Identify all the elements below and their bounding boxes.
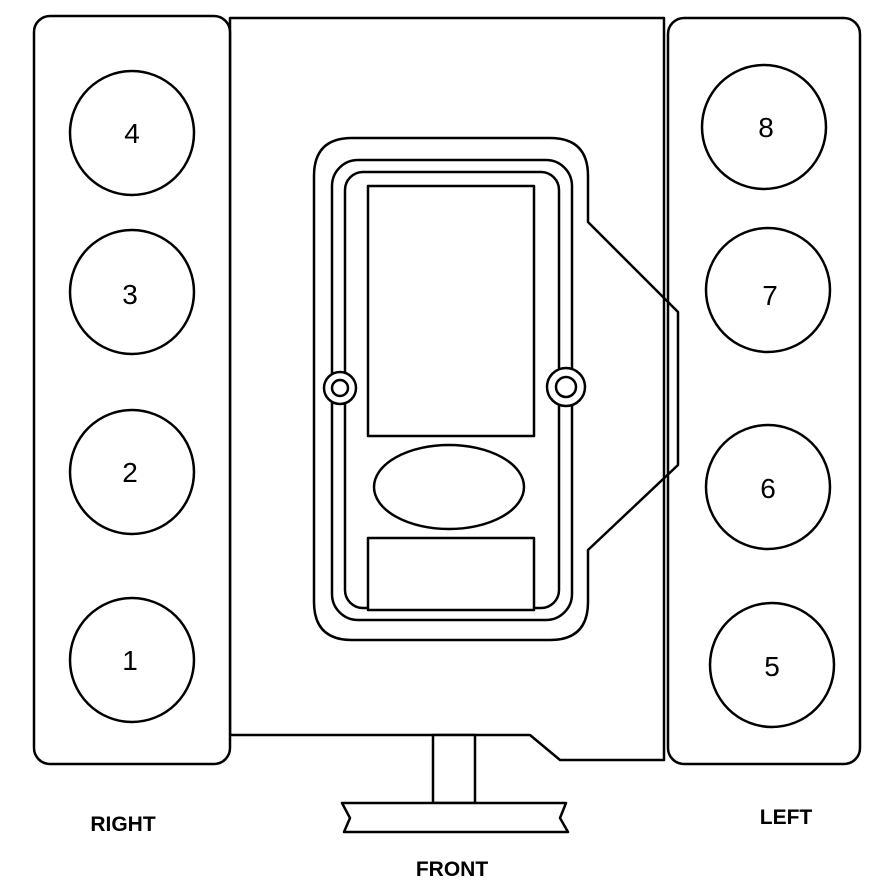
cylinder-6: 6 — [704, 423, 832, 551]
right-bank-head — [32, 14, 232, 766]
cylinder-5: 5 — [708, 601, 836, 729]
left-bank-cylinders: 8 7 6 5 — [700, 63, 836, 729]
svg-text:1: 1 — [122, 645, 138, 676]
svg-text:2: 2 — [122, 457, 138, 488]
svg-text:5: 5 — [764, 651, 780, 682]
front-label: FRONT — [416, 858, 488, 881]
left-bank-head — [666, 16, 862, 766]
svg-text:4: 4 — [124, 118, 140, 149]
manifold-throttle-opening — [372, 443, 526, 531]
cylinder-8: 8 — [700, 63, 828, 191]
front-pulley — [340, 733, 570, 834]
bolt-boss-left — [322, 370, 358, 406]
cylinder-3: 3 — [68, 228, 196, 356]
svg-text:3: 3 — [122, 279, 138, 310]
svg-text:8: 8 — [758, 112, 774, 143]
manifold-lower-port — [366, 536, 536, 612]
left-label: LEFT — [760, 806, 813, 829]
cylinder-2: 2 — [68, 408, 196, 536]
cylinder-1: 1 — [68, 596, 196, 724]
manifold-upper-port — [366, 184, 536, 438]
cylinder-7: 7 — [704, 226, 832, 354]
svg-text:7: 7 — [762, 280, 778, 311]
svg-text:6: 6 — [760, 473, 776, 504]
intake-manifold — [312, 136, 680, 642]
right-label: RIGHT — [90, 813, 156, 836]
right-bank-cylinders: 4 3 2 1 — [68, 69, 196, 724]
bolt-boss-right — [545, 366, 587, 408]
cylinder-4: 4 — [68, 69, 196, 197]
